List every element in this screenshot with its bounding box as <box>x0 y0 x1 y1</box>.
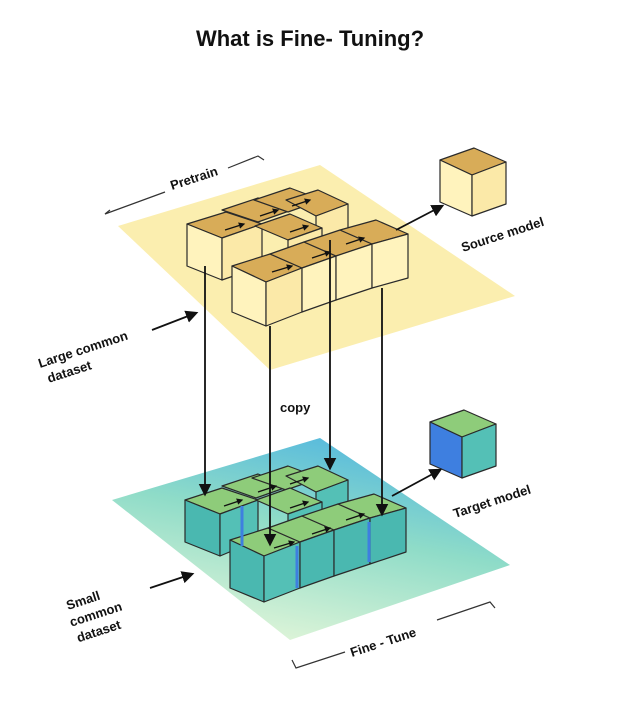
pretrain-block <box>269 241 337 313</box>
finetune-layer-arrows <box>223 476 366 549</box>
small-dataset-label: Small common dataset <box>64 588 124 645</box>
large-dataset-arrow <box>151 310 199 331</box>
pretrain-bracket <box>104 155 265 215</box>
source-model-label: Source model <box>459 214 545 255</box>
finetune-seams <box>240 506 371 588</box>
small-dataset-arrow <box>149 571 195 589</box>
copy-arrows <box>198 240 389 547</box>
finetune-label: Fine - Tune <box>348 624 418 659</box>
finetune-block <box>301 503 371 577</box>
pretrain-layers <box>186 187 409 327</box>
pretrain-block <box>231 253 303 327</box>
finetune-bracket <box>291 601 496 669</box>
pretrain-label: Pretrain <box>168 163 219 192</box>
target-model-cube <box>429 409 497 479</box>
target-model-arrow <box>391 468 443 497</box>
large-dataset-label: Large common dataset <box>36 328 129 386</box>
copy-label: copy <box>280 400 311 415</box>
source-model-arrow <box>395 204 445 231</box>
target-model-label: Target model <box>451 482 532 521</box>
pretrain-layer-arrows <box>224 198 366 273</box>
source-model-cube <box>439 147 507 217</box>
finetune-block <box>229 527 301 603</box>
diagram-title: What is Fine- Tuning? <box>195 26 425 51</box>
